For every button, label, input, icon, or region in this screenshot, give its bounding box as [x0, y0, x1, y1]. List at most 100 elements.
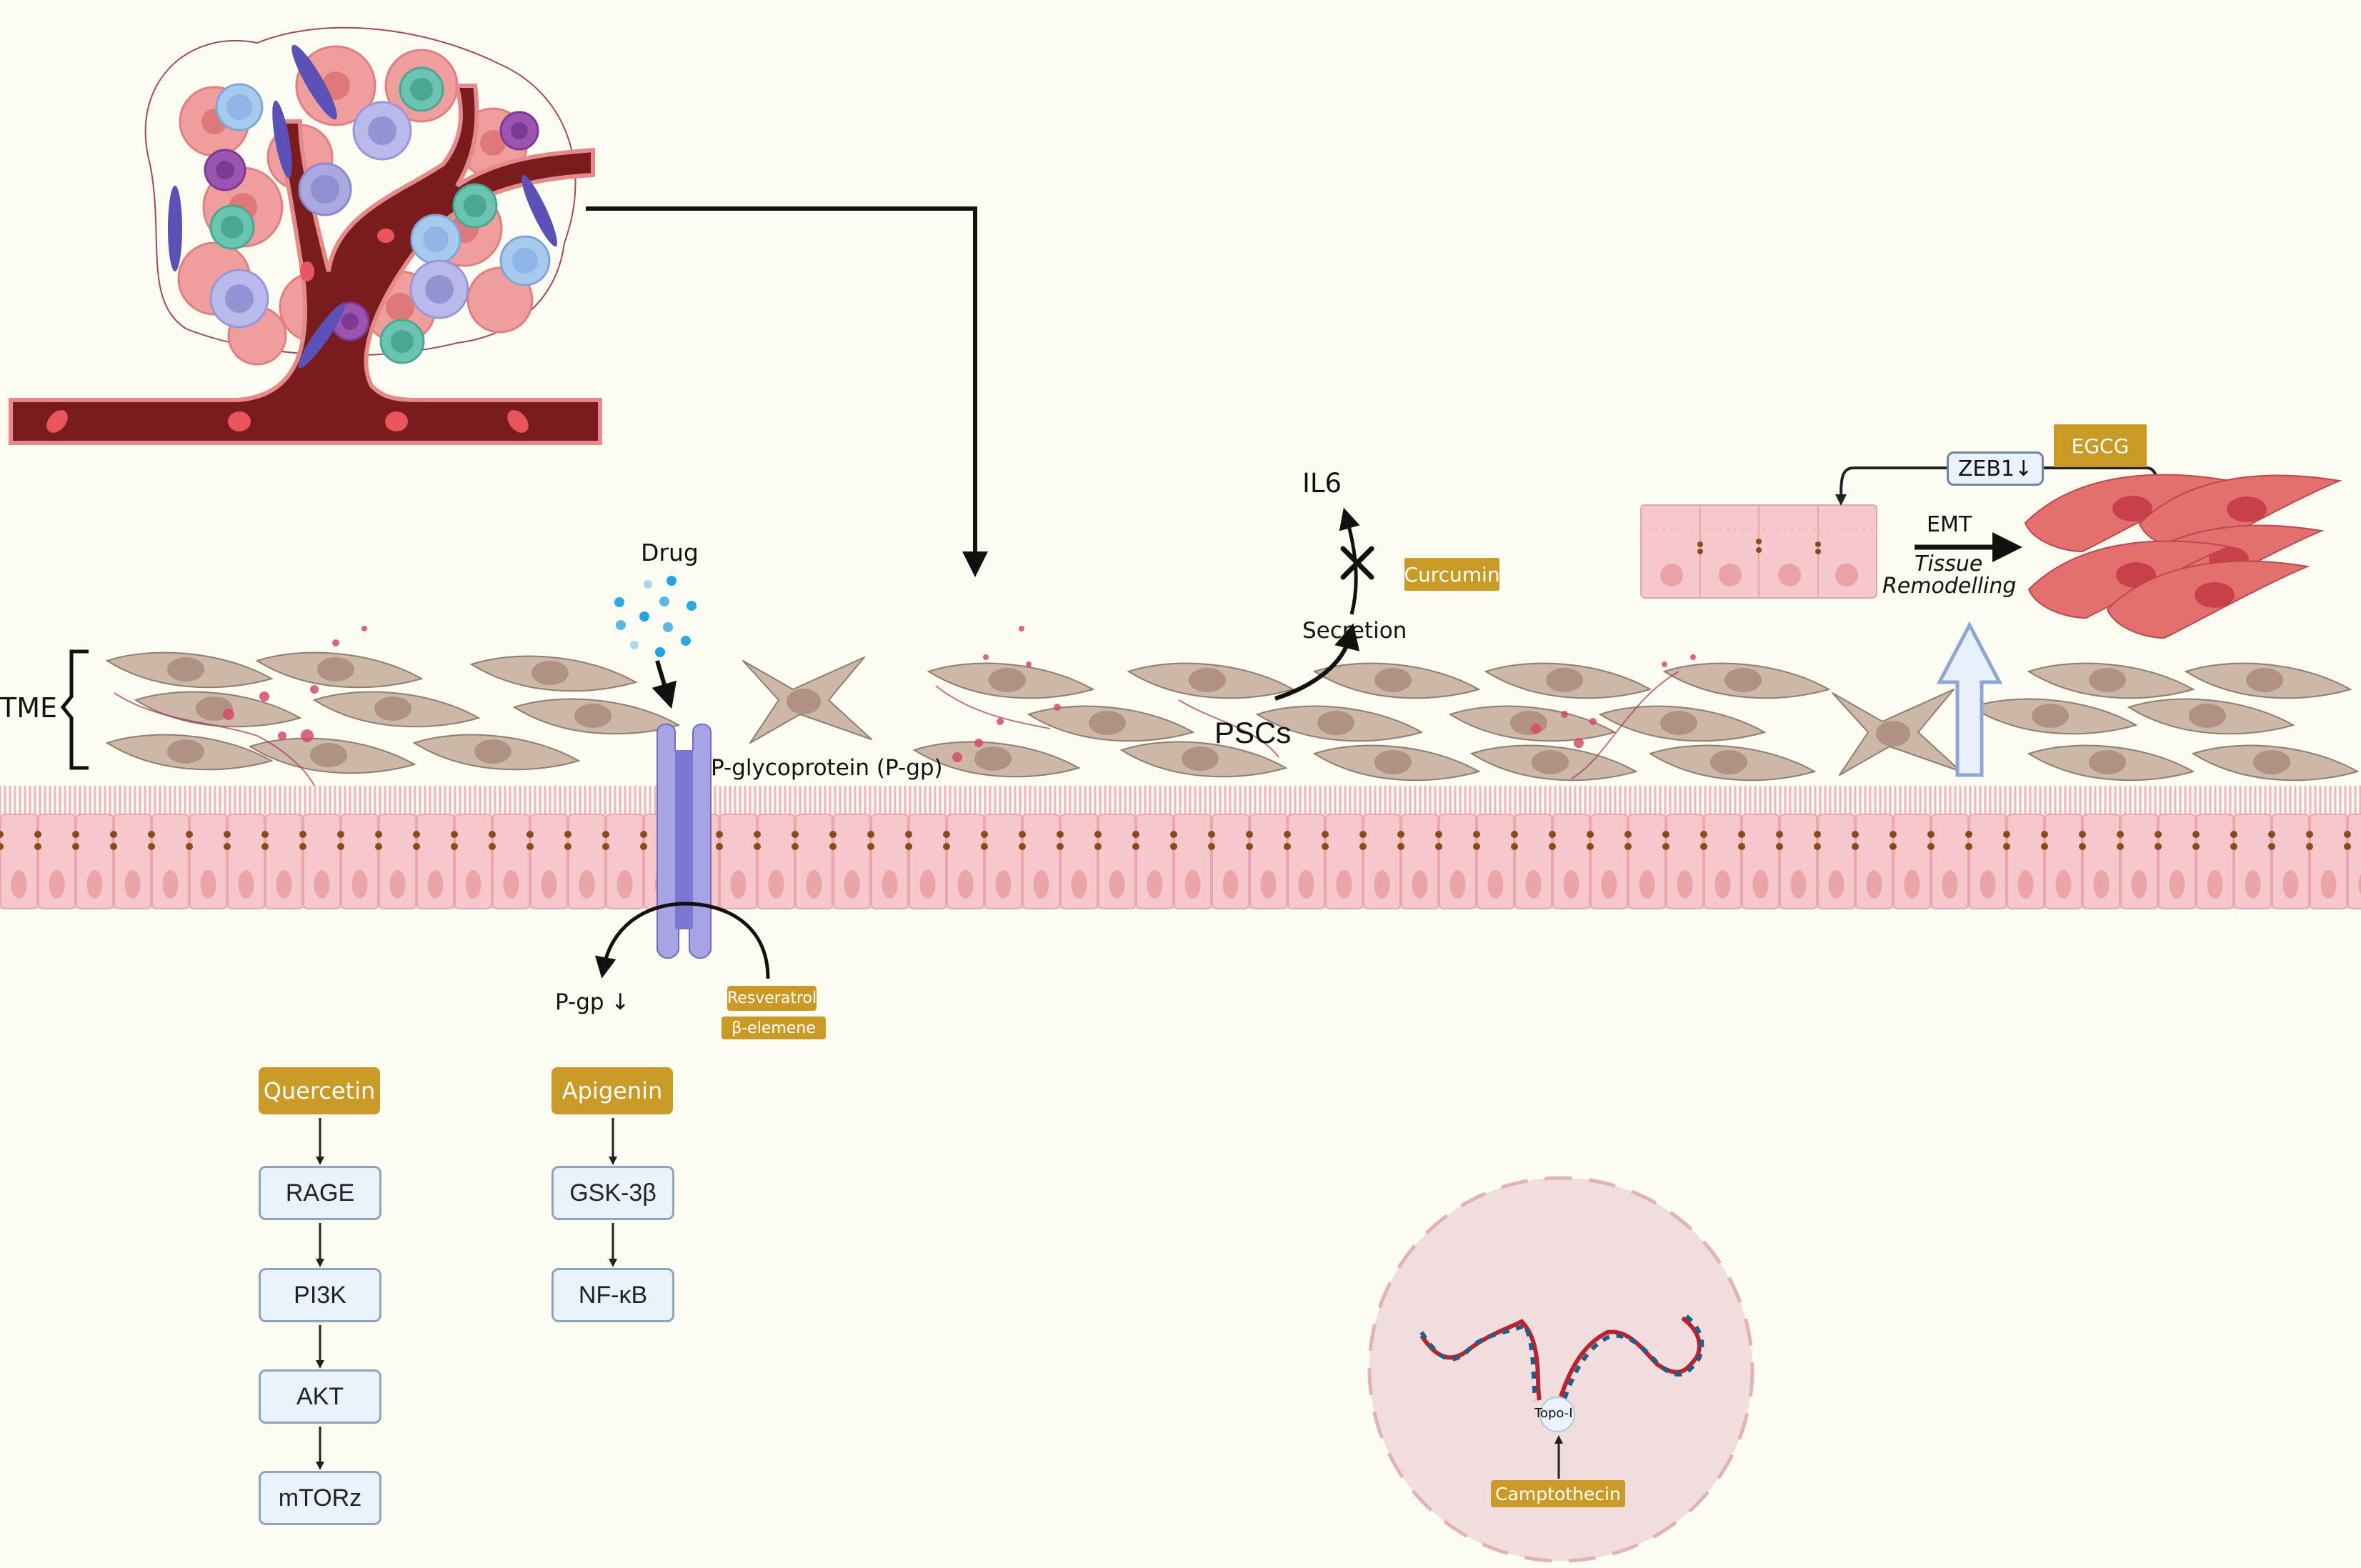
nucleus-icon [1367, 1176, 1754, 1563]
epithelial-cell [909, 814, 947, 909]
epithelial-cell [1969, 814, 2007, 909]
epithelial-cell [2347, 814, 2361, 909]
zeb1-node: ZEB1↓ [1947, 451, 2044, 486]
epithelial-cell [1249, 814, 1287, 909]
epithelial-cell [984, 814, 1022, 909]
mtor-node: mTORz [259, 1471, 381, 1525]
epithelial-cell [265, 814, 303, 909]
tme-bracket [60, 649, 89, 770]
drug-arrow [652, 660, 677, 709]
epithelial-cell [1514, 814, 1552, 909]
epithelial-cell [1552, 814, 1590, 909]
epithelial-cell [38, 814, 76, 909]
rage-node: RAGE [259, 1166, 381, 1220]
resveratrol-tag: Resveratrol [727, 986, 817, 1011]
epithelial-cell [151, 814, 189, 909]
epithelial-cell [1893, 814, 1931, 909]
tumor-vasculature-icon [9, 26, 602, 445]
remodelling-label: Remodelling [1882, 574, 2017, 599]
egcg-tag: EGCG [2054, 424, 2147, 467]
epithelial-cell [1363, 814, 1401, 909]
epithelial-cell [1325, 814, 1363, 909]
epithelial-cell [1477, 814, 1514, 909]
epithelial-cell [1098, 814, 1136, 909]
epithelial-cell [1174, 814, 1212, 909]
epithelial-cell [492, 814, 530, 909]
emt-label: EMT [1927, 512, 1972, 537]
epithelial-cell [871, 814, 909, 909]
epithelial-cell [833, 814, 871, 909]
epithelial-cell [2196, 814, 2234, 909]
curcumin-tag: Curcumin [1404, 558, 1500, 591]
drug-label: Drug [641, 539, 699, 566]
epithelial-cell [76, 814, 114, 909]
epithelial-cell [2120, 814, 2158, 909]
epithelial-cell [1439, 814, 1477, 909]
epithelial-cell [757, 814, 795, 909]
epithelial-cell [795, 814, 833, 909]
pgp-effect-label: P-gp ↓ [555, 989, 630, 1015]
epithelial-cell [1060, 814, 1098, 909]
tissue-label: Tissue [1915, 551, 1983, 576]
epithelial-cell [2234, 814, 2272, 909]
pgp-inhibition-arrow [594, 902, 770, 979]
connector-arrow [586, 206, 988, 577]
secreted-particles [223, 626, 1696, 762]
pi3k-node: PI3K [259, 1268, 381, 1322]
secretion-label: Secretion [1302, 618, 1407, 644]
epithelial-cell [2045, 814, 2082, 909]
epithelial-cell [0, 814, 38, 909]
epithelial-cell [1136, 814, 1174, 909]
epithelial-cell [1780, 814, 1817, 909]
pgp-transporter-icon [657, 723, 712, 959]
epithelial-cell [2158, 814, 2196, 909]
block-x-icon [1340, 546, 1374, 580]
epithelial-cell [2310, 814, 2347, 909]
pgp-label: P-glycoprotein (P-gp) [711, 755, 943, 781]
tme-label: TME [0, 692, 58, 724]
epithelial-cell [1931, 814, 1969, 909]
epithelial-cell [1287, 814, 1325, 909]
epithelial-cell [454, 814, 492, 909]
epithelial-cell [1704, 814, 1742, 909]
camptothecin-tag: Camptothecin [1491, 1480, 1625, 1507]
secretion-arrow [1274, 623, 1360, 701]
beta-elemene-tag: β-elemene [722, 1017, 826, 1039]
up-arrow-icon [1936, 621, 2003, 777]
pathway-arrows [316, 1118, 617, 1470]
epithelial-cell [1666, 814, 1704, 909]
epithelial-cell [114, 814, 151, 909]
gsk3b-node: GSK-3β [551, 1166, 674, 1220]
epithelium-layer [0, 786, 2361, 909]
epithelial-cell [1401, 814, 1439, 909]
epithelial-cell [1742, 814, 1780, 909]
epithelial-cell [2007, 814, 2045, 909]
epithelial-cell [568, 814, 606, 909]
epithelial-cell [1212, 814, 1249, 909]
akt-node: AKT [259, 1369, 381, 1424]
drug-particles [614, 576, 697, 657]
nfkb-node: NF-κB [551, 1268, 674, 1322]
epithelial-cell [379, 814, 416, 909]
epithelial-cell [1022, 814, 1060, 909]
topo1-label: Topo-I [1534, 1406, 1573, 1421]
epithelial-cell [1855, 814, 1893, 909]
epithelial-cell [1590, 814, 1628, 909]
epithelial-cell [1628, 814, 1666, 909]
epithelial-cell [303, 814, 341, 909]
epithelial-cell [947, 814, 984, 909]
apigenin-tag: Apigenin [551, 1067, 673, 1114]
epithelial-cell [189, 814, 227, 909]
epithelial-cell [227, 814, 265, 909]
epithelial-cell [2082, 814, 2120, 909]
epithelial-cell [341, 814, 379, 909]
zeb1-arrow [1835, 466, 1957, 506]
epithelial-cell [606, 814, 644, 909]
epithelial-cell [719, 814, 757, 909]
epithelial-cell [530, 814, 568, 909]
pscs-label: PSCs [1214, 716, 1292, 749]
epithelial-cell [1817, 814, 1855, 909]
il6-label: IL6 [1302, 468, 1342, 499]
